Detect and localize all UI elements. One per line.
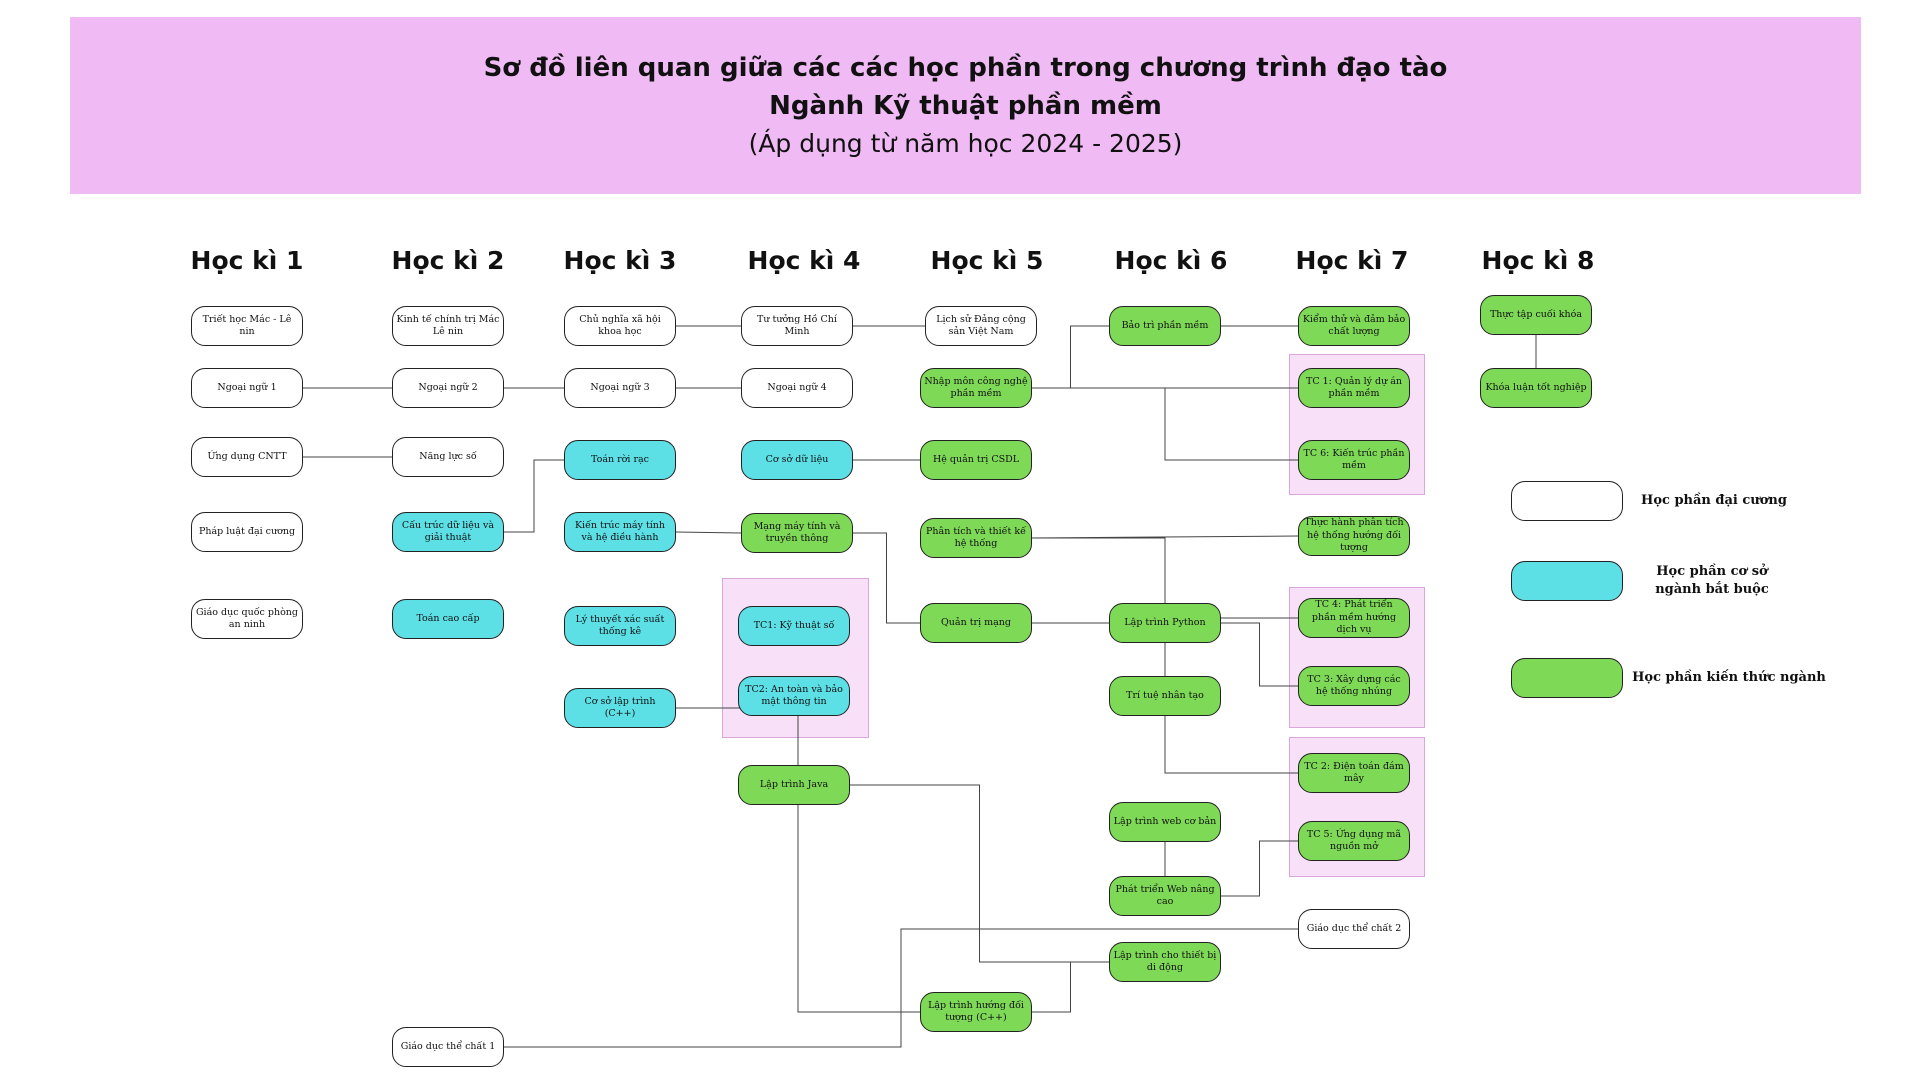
course-node-nmcn[interactable]: Nhập môn công nghệ phần mềm (920, 368, 1032, 408)
link-nmcn-btpm (1032, 325, 1109, 389)
course-node-gdtc1[interactable]: Giáo dục thể chất 1 (392, 1027, 504, 1067)
link-mmt-qtm (853, 532, 920, 624)
course-node-xstk[interactable]: Lý thuyết xác suất thống kê (564, 606, 676, 646)
link-python-tc3 (1221, 622, 1298, 687)
course-node-hqt[interactable]: Hệ quản trị CSDL (920, 440, 1032, 480)
semester-1-header: Học kì 1 (190, 246, 304, 275)
course-node-nn1[interactable]: Ngoại ngữ 1 (191, 368, 303, 408)
course-node-ttnt[interactable]: Trí tuệ nhân tạo (1109, 676, 1221, 716)
course-node-triet[interactable]: Triết học Mác - Lê nin (191, 306, 303, 346)
course-node-tc6[interactable]: TC 6: Kiến trúc phần mềm (1298, 440, 1410, 480)
course-node-ktmt[interactable]: Kiến trúc máy tính và hệ điều hành (564, 512, 676, 552)
link-gdtc1-gdtc2 (504, 928, 1298, 1048)
course-node-gdtc2[interactable]: Giáo dục thể chất 2 (1298, 909, 1410, 949)
legend-swatch-core (1511, 561, 1623, 601)
legend-swatch-major (1511, 658, 1623, 698)
diagram-title: Sơ đồ liên quan giữa các các học phần tr… (483, 53, 1448, 83)
course-node-ltdd[interactable]: Lập trình cho thiết bị di động (1109, 942, 1221, 982)
course-node-lsd[interactable]: Lịch sử Đảng cộng sản Việt Nam (925, 306, 1037, 346)
course-node-trr[interactable]: Toán rời rạc (564, 440, 676, 480)
semester-3-header: Học kì 3 (563, 246, 677, 275)
course-node-qtm[interactable]: Quản trị mạng (920, 603, 1032, 643)
legend-label-general: Học phần đại cương (1641, 493, 1787, 508)
link-ptkt-tc4 (1032, 537, 1298, 619)
course-node-btpm[interactable]: Bảo trì phần mềm (1109, 306, 1221, 346)
course-node-thpt[interactable]: Thực hành phân tích hệ thống hướng đối t… (1298, 516, 1410, 556)
course-node-tc2at[interactable]: TC2: An toàn và bảo mật thông tin (738, 676, 850, 716)
semester-7-header: Học kì 7 (1295, 246, 1409, 275)
course-node-tc1ks[interactable]: TC1: Kỹ thuật số (738, 606, 850, 646)
link-cslt-lthdt (676, 707, 920, 1013)
title-banner: Sơ đồ liên quan giữa các các học phần tr… (70, 17, 1861, 194)
course-node-ptkt[interactable]: Phân tích và thiết kế hệ thống (920, 518, 1032, 558)
course-node-udcntt[interactable]: Ứng dụng CNTT (191, 437, 303, 477)
course-node-tthcm[interactable]: Tư tưởng Hồ Chí Minh (741, 306, 853, 346)
link-ktmt-mmt (675, 531, 742, 534)
course-node-cslt[interactable]: Cơ sở lập trình (C++) (564, 688, 676, 728)
course-node-mmt[interactable]: Mạng máy tính và truyền thông (741, 513, 853, 553)
link-ctdl-trr (504, 459, 564, 533)
course-node-gdqp[interactable]: Giáo dục quốc phòng an ninh (191, 599, 303, 639)
program-name: Ngành Kỹ thuật phần mềm (769, 91, 1162, 121)
course-node-python[interactable]: Lập trình Python (1109, 603, 1221, 643)
legend-swatch-general (1511, 481, 1623, 521)
course-node-ktct[interactable]: Kinh tế chính trị Mác Lê nin (392, 306, 504, 346)
course-node-java[interactable]: Lập trình Java (738, 765, 850, 805)
course-node-kltn[interactable]: Khóa luận tốt nghiệp (1480, 368, 1592, 408)
course-node-ctdl[interactable]: Cấu trúc dữ liệu và giải thuật (392, 512, 504, 552)
course-node-nn2[interactable]: Ngoại ngữ 2 (392, 368, 504, 408)
course-node-webnc[interactable]: Phát triển Web nâng cao (1109, 876, 1221, 916)
course-node-ktdb[interactable]: Kiểm thử và đảm bảo chất lượng (1298, 306, 1410, 346)
course-node-tc3[interactable]: TC 3: Xây dựng các hệ thống nhúng (1298, 666, 1410, 706)
semester-6-header: Học kì 6 (1114, 246, 1228, 275)
course-node-pldc[interactable]: Pháp luật đại cương (191, 512, 303, 552)
legend-label-major: Học phần kiến thức ngành (1632, 670, 1826, 685)
link-java-ltdd (850, 784, 1109, 963)
course-node-cnxh[interactable]: Chủ nghĩa xã hội khoa học (564, 306, 676, 346)
semester-5-header: Học kì 5 (930, 246, 1044, 275)
semester-2-header: Học kì 2 (391, 246, 505, 275)
course-node-nn3[interactable]: Ngoại ngữ 3 (564, 368, 676, 408)
course-node-tc5[interactable]: TC 5: Ứng dụng mã nguồn mở (1298, 821, 1410, 861)
course-node-nn4[interactable]: Ngoại ngữ 4 (741, 368, 853, 408)
course-node-nangluc[interactable]: Năng lực số (392, 437, 504, 477)
link-webnc-tc5 (1221, 840, 1298, 897)
course-node-tc4[interactable]: TC 4: Phát triển phần mềm hướng dịch vụ (1298, 598, 1410, 638)
course-node-tc1ql[interactable]: TC 1: Quản lý dự án phần mềm (1298, 368, 1410, 408)
semester-4-header: Học kì 4 (747, 246, 861, 275)
applicable-year: (Áp dụng từ năm học 2024 - 2025) (748, 129, 1183, 158)
course-node-lthdt[interactable]: Lập trình hướng đối tượng (C++) (920, 992, 1032, 1032)
legend-label-core: Học phần cơ sở ngành bắt buộc (1655, 564, 1769, 598)
course-node-toancc[interactable]: Toán cao cấp (392, 599, 504, 639)
course-node-csdl[interactable]: Cơ sở dữ liệu (741, 440, 853, 480)
course-node-ttck[interactable]: Thực tập cuối khóa (1480, 295, 1592, 335)
course-node-webcb[interactable]: Lập trình web cơ bản (1109, 802, 1221, 842)
course-node-tc2dt[interactable]: TC 2: Điện toán đám mây (1298, 753, 1410, 793)
semester-8-header: Học kì 8 (1481, 246, 1595, 275)
link-nmcn-tc6 (1032, 387, 1298, 461)
